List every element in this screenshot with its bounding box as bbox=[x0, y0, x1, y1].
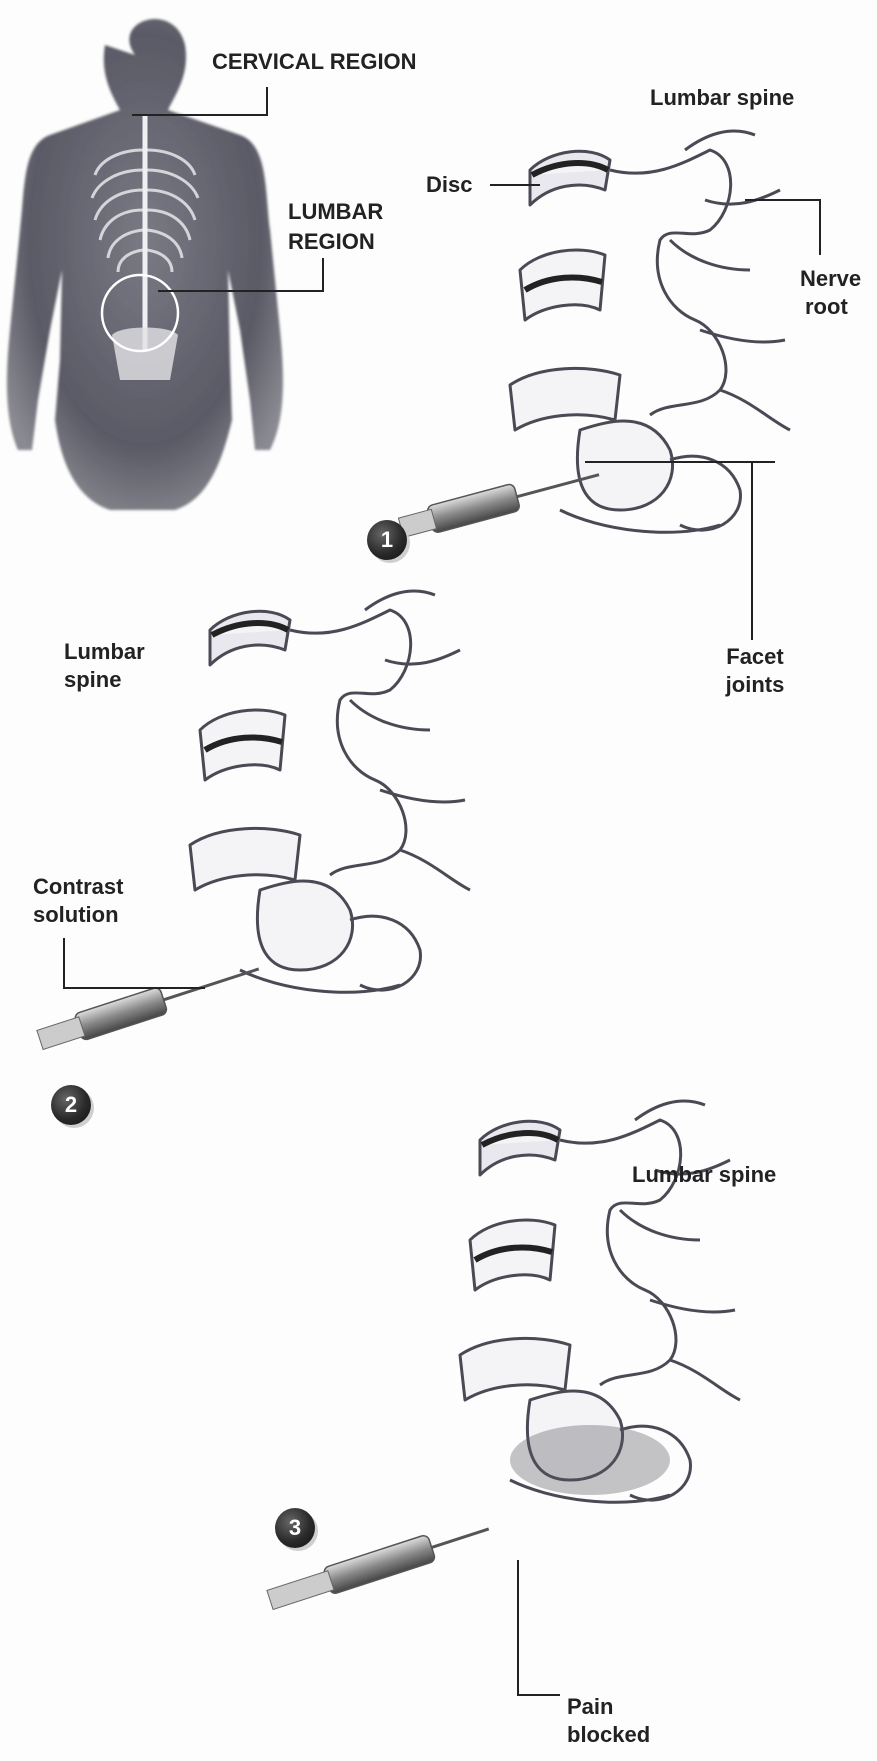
step-1-badge: 1 bbox=[367, 520, 407, 560]
needle-2 bbox=[36, 956, 263, 1054]
contrast-solution-label-line2: solution bbox=[33, 901, 119, 929]
pelvis bbox=[112, 328, 178, 381]
nerve-root-label-line2: root bbox=[805, 293, 848, 321]
lumbar-spine-label-3: Lumbar spine bbox=[632, 1161, 776, 1189]
nerve-root-label-line1: Nerve bbox=[800, 265, 861, 293]
cervical-region-label: CERVICAL REGION bbox=[212, 48, 417, 76]
disc-label: Disc bbox=[426, 171, 472, 199]
lumbar-spine-illustration-2 bbox=[190, 591, 470, 992]
pain-blocked-label-line2: blocked bbox=[567, 1721, 650, 1749]
contrast-solution-label-line1: Contrast bbox=[33, 873, 123, 901]
lumbar-region-label-line2: REGION bbox=[288, 228, 375, 256]
pain-blocked-leader bbox=[518, 1560, 560, 1695]
lumbar-spine-illustration-1 bbox=[510, 131, 790, 532]
pain-blocked-label-line1: Pain bbox=[567, 1693, 613, 1721]
lumbar-spine-label-2-line2: spine bbox=[64, 666, 121, 694]
nerve-root-leader bbox=[745, 200, 820, 255]
lumbar-region-label-line1: LUMBAR bbox=[288, 198, 383, 226]
needle-1 bbox=[397, 461, 602, 541]
lumbar-spine-label-2-line1: Lumbar bbox=[64, 638, 145, 666]
step-2-badge: 2 bbox=[51, 1085, 91, 1125]
facet-joints-label-line1: Facet bbox=[705, 643, 805, 671]
facet-joints-label-line2: joints bbox=[705, 671, 805, 699]
blocked-area-shading bbox=[510, 1425, 670, 1495]
contrast-solution-leader bbox=[64, 938, 205, 988]
human-back-figure bbox=[7, 19, 283, 510]
lumbar-spine-label-1: Lumbar spine bbox=[650, 84, 794, 112]
step-3-badge: 3 bbox=[275, 1508, 315, 1548]
